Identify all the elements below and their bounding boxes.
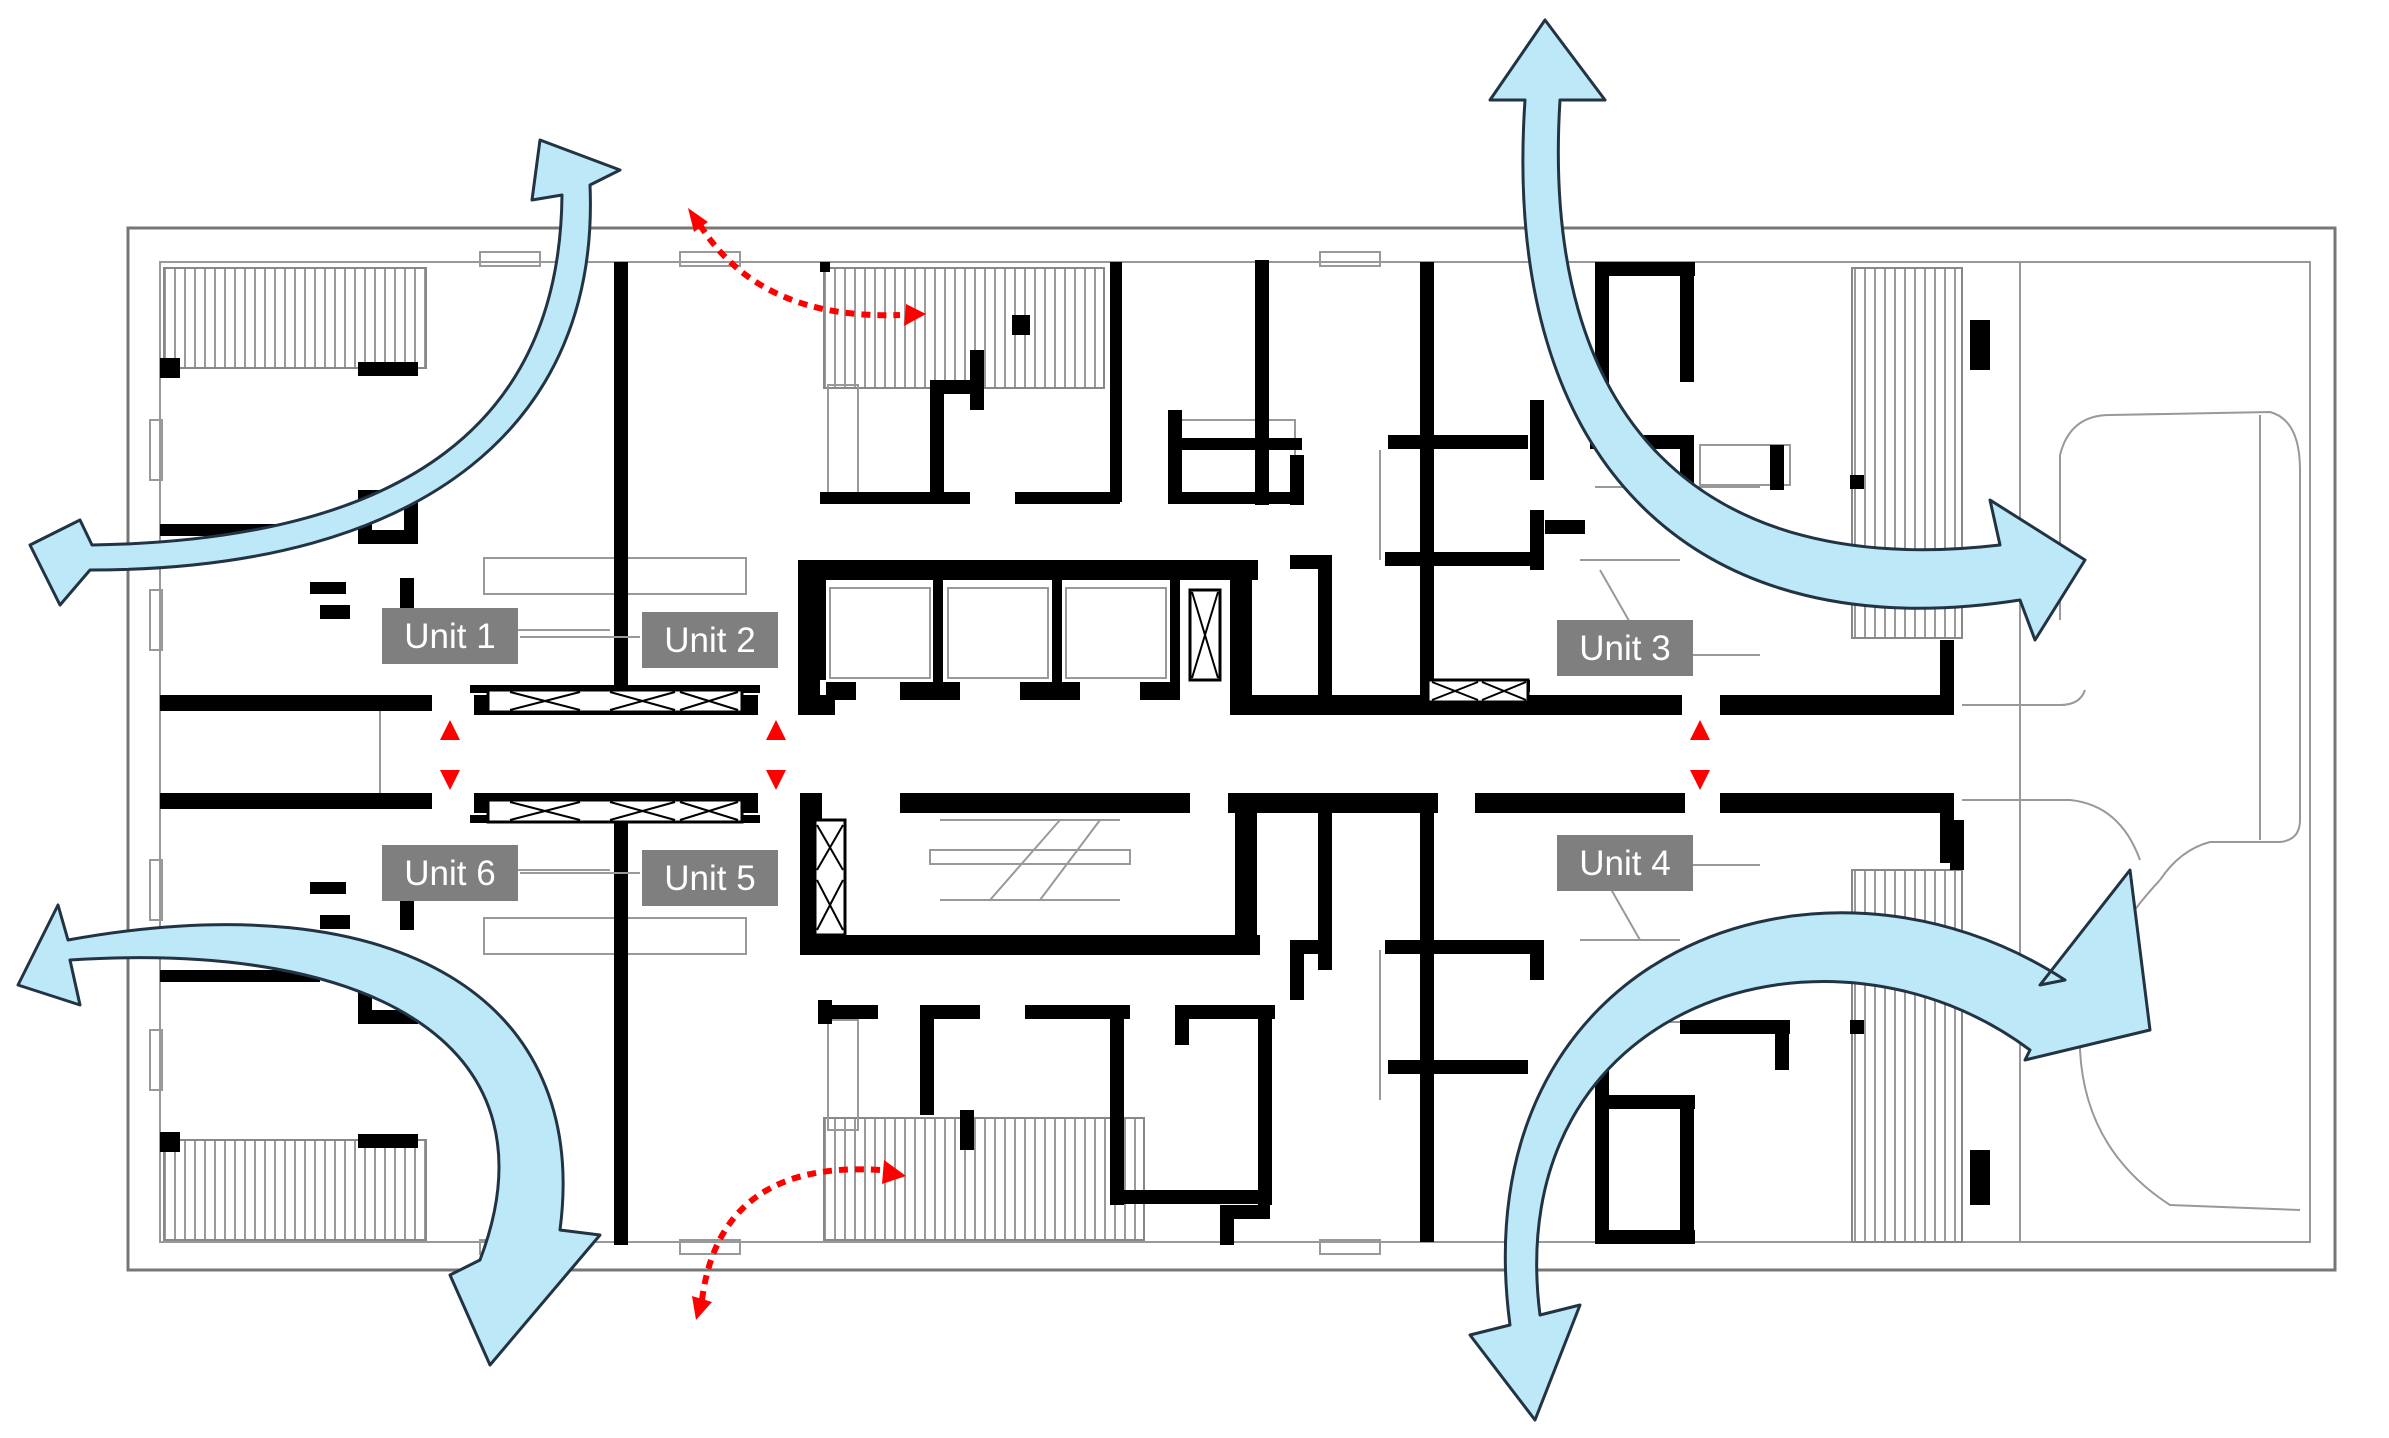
airflow-arrow-unit-3 [1488, 18, 2087, 642]
unit-2-label: Unit 2 [642, 612, 778, 668]
airflow-arrow-unit-4 [1468, 868, 2152, 1422]
corridor-marker [440, 770, 460, 790]
unit-3-label: Unit 3 [1557, 620, 1693, 676]
terrace [1962, 262, 2301, 1242]
unit-2-label-text: Unit 2 [664, 621, 755, 660]
unit-5-label: Unit 5 [642, 850, 778, 906]
service-shafts [486, 588, 1530, 937]
unit-6-label-text: Unit 6 [404, 854, 495, 893]
unit-5-label-text: Unit 5 [664, 859, 755, 898]
elevators [829, 587, 1167, 679]
unit-4-label: Unit 4 [1557, 835, 1693, 891]
building-outline [126, 226, 2337, 1272]
airflow-arrows [16, 18, 2152, 1422]
corridor-marker [1690, 720, 1710, 740]
balcony-unit-2 [823, 267, 1105, 389]
corridor-marker [766, 770, 786, 790]
balcony-unit-5 [823, 1117, 1145, 1241]
balcony-unit-1 [163, 267, 427, 369]
corridor-marker [440, 720, 460, 740]
cross-ventilation-arrow-top [697, 223, 901, 319]
unit-1-label-text: Unit 1 [404, 617, 495, 656]
unit-4-label-text: Unit 4 [1579, 844, 1670, 883]
corridor-markers [440, 720, 1710, 790]
corridor-marker [1690, 770, 1710, 790]
unit-3-label-text: Unit 3 [1579, 629, 1670, 668]
unit-6-label: Unit 6 [382, 845, 518, 901]
cross-ventilation-arrows [688, 208, 926, 1320]
balcony-unit-6 [163, 1139, 427, 1241]
walls [160, 260, 1990, 1245]
corridor-marker [766, 720, 786, 740]
unit-labels: Unit 1 Unit 2 Unit 3 Unit 4 Unit 5 Unit … [382, 608, 1760, 906]
airflow-arrow-unit-1 [28, 138, 622, 607]
unit-1-label: Unit 1 [382, 608, 518, 664]
cross-ventilation-arrow-bottom [699, 1166, 881, 1301]
airflow-arrow-unit-6 [16, 903, 602, 1367]
